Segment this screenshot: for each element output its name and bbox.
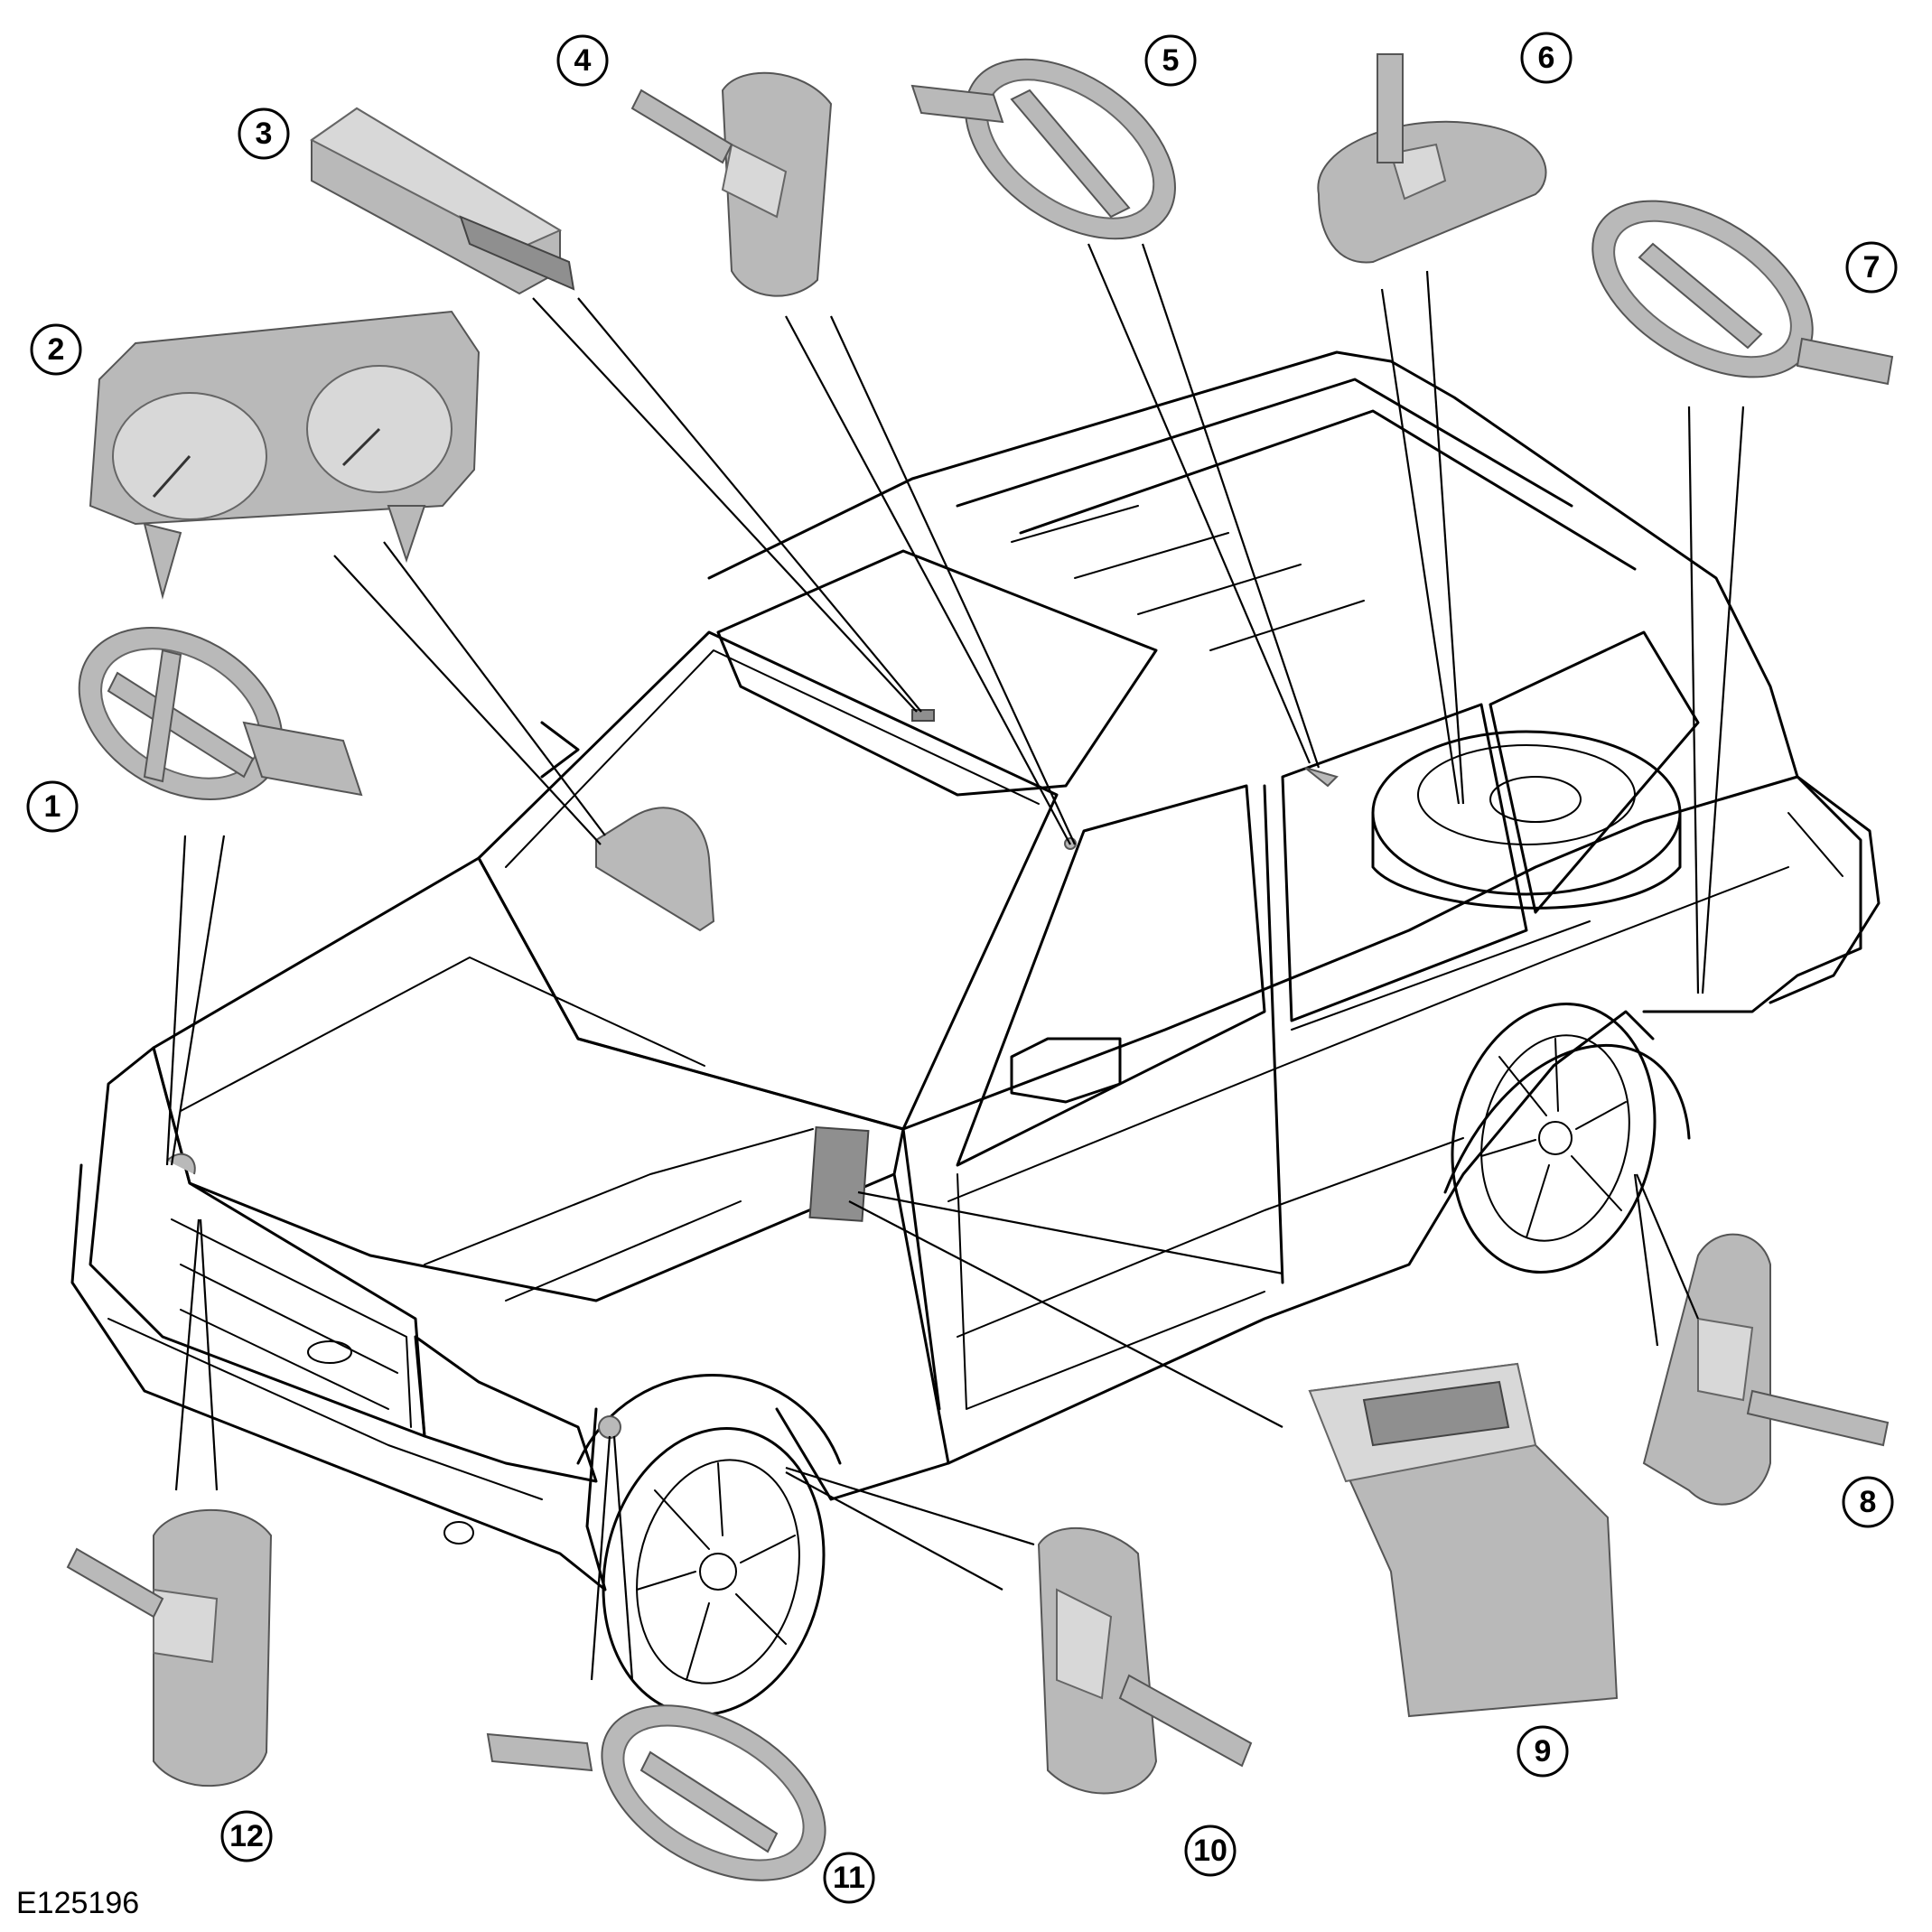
part-11-tpms-antenna bbox=[486, 1704, 826, 1881]
part-8-tpms-sensor bbox=[1642, 1233, 1890, 1506]
svg-text:5: 5 bbox=[1162, 43, 1180, 78]
part-12-tpms-sensor bbox=[66, 1508, 273, 1787]
part-10-tpms-sensor bbox=[1037, 1526, 1253, 1795]
svg-text:9: 9 bbox=[1535, 1734, 1552, 1769]
callout-1: 1 bbox=[26, 780, 79, 833]
vehicle-outline bbox=[70, 350, 1881, 1716]
reference-code: E125196 bbox=[16, 1886, 139, 1920]
svg-text:3: 3 bbox=[256, 117, 273, 151]
callout-8: 8 bbox=[1842, 1476, 1894, 1528]
part-1-tpms-antenna bbox=[78, 627, 363, 800]
svg-text:6: 6 bbox=[1538, 41, 1555, 75]
svg-text:2: 2 bbox=[48, 332, 65, 367]
callout-3: 3 bbox=[238, 107, 290, 160]
part-7-tpms-antenna bbox=[1591, 200, 1894, 386]
callout-7: 7 bbox=[1845, 241, 1898, 294]
svg-text:10: 10 bbox=[1193, 1834, 1227, 1868]
callout-11: 11 bbox=[823, 1852, 875, 1904]
callout-6: 6 bbox=[1520, 32, 1573, 84]
callout-5: 5 bbox=[1144, 34, 1197, 87]
part-2-instrument-cluster bbox=[89, 310, 481, 600]
in-vehicle-markers bbox=[166, 709, 1339, 1439]
part-6-tpms-sensor bbox=[1317, 53, 1547, 264]
callout-10: 10 bbox=[1184, 1825, 1237, 1877]
callout-2: 2 bbox=[30, 323, 82, 376]
instrument-cluster-in-vehicle bbox=[595, 807, 715, 932]
callout-12: 12 bbox=[220, 1810, 273, 1862]
svg-text:1: 1 bbox=[44, 789, 61, 824]
callout-9: 9 bbox=[1517, 1725, 1569, 1778]
part-4-tpms-sensor bbox=[630, 71, 833, 297]
svg-text:11: 11 bbox=[833, 1861, 865, 1895]
part-3-tpms-receiver bbox=[310, 107, 575, 295]
part-5-tpms-antenna bbox=[910, 58, 1176, 240]
svg-text:7: 7 bbox=[1863, 250, 1881, 285]
svg-text:4: 4 bbox=[574, 43, 592, 78]
callout-4: 4 bbox=[556, 34, 609, 87]
part-9-tpms-module bbox=[1308, 1362, 1619, 1718]
svg-text:12: 12 bbox=[229, 1819, 264, 1853]
leader-lines bbox=[165, 243, 1745, 1681]
tpms-module-in-vehicle bbox=[808, 1125, 870, 1222]
svg-text:8: 8 bbox=[1860, 1485, 1877, 1519]
